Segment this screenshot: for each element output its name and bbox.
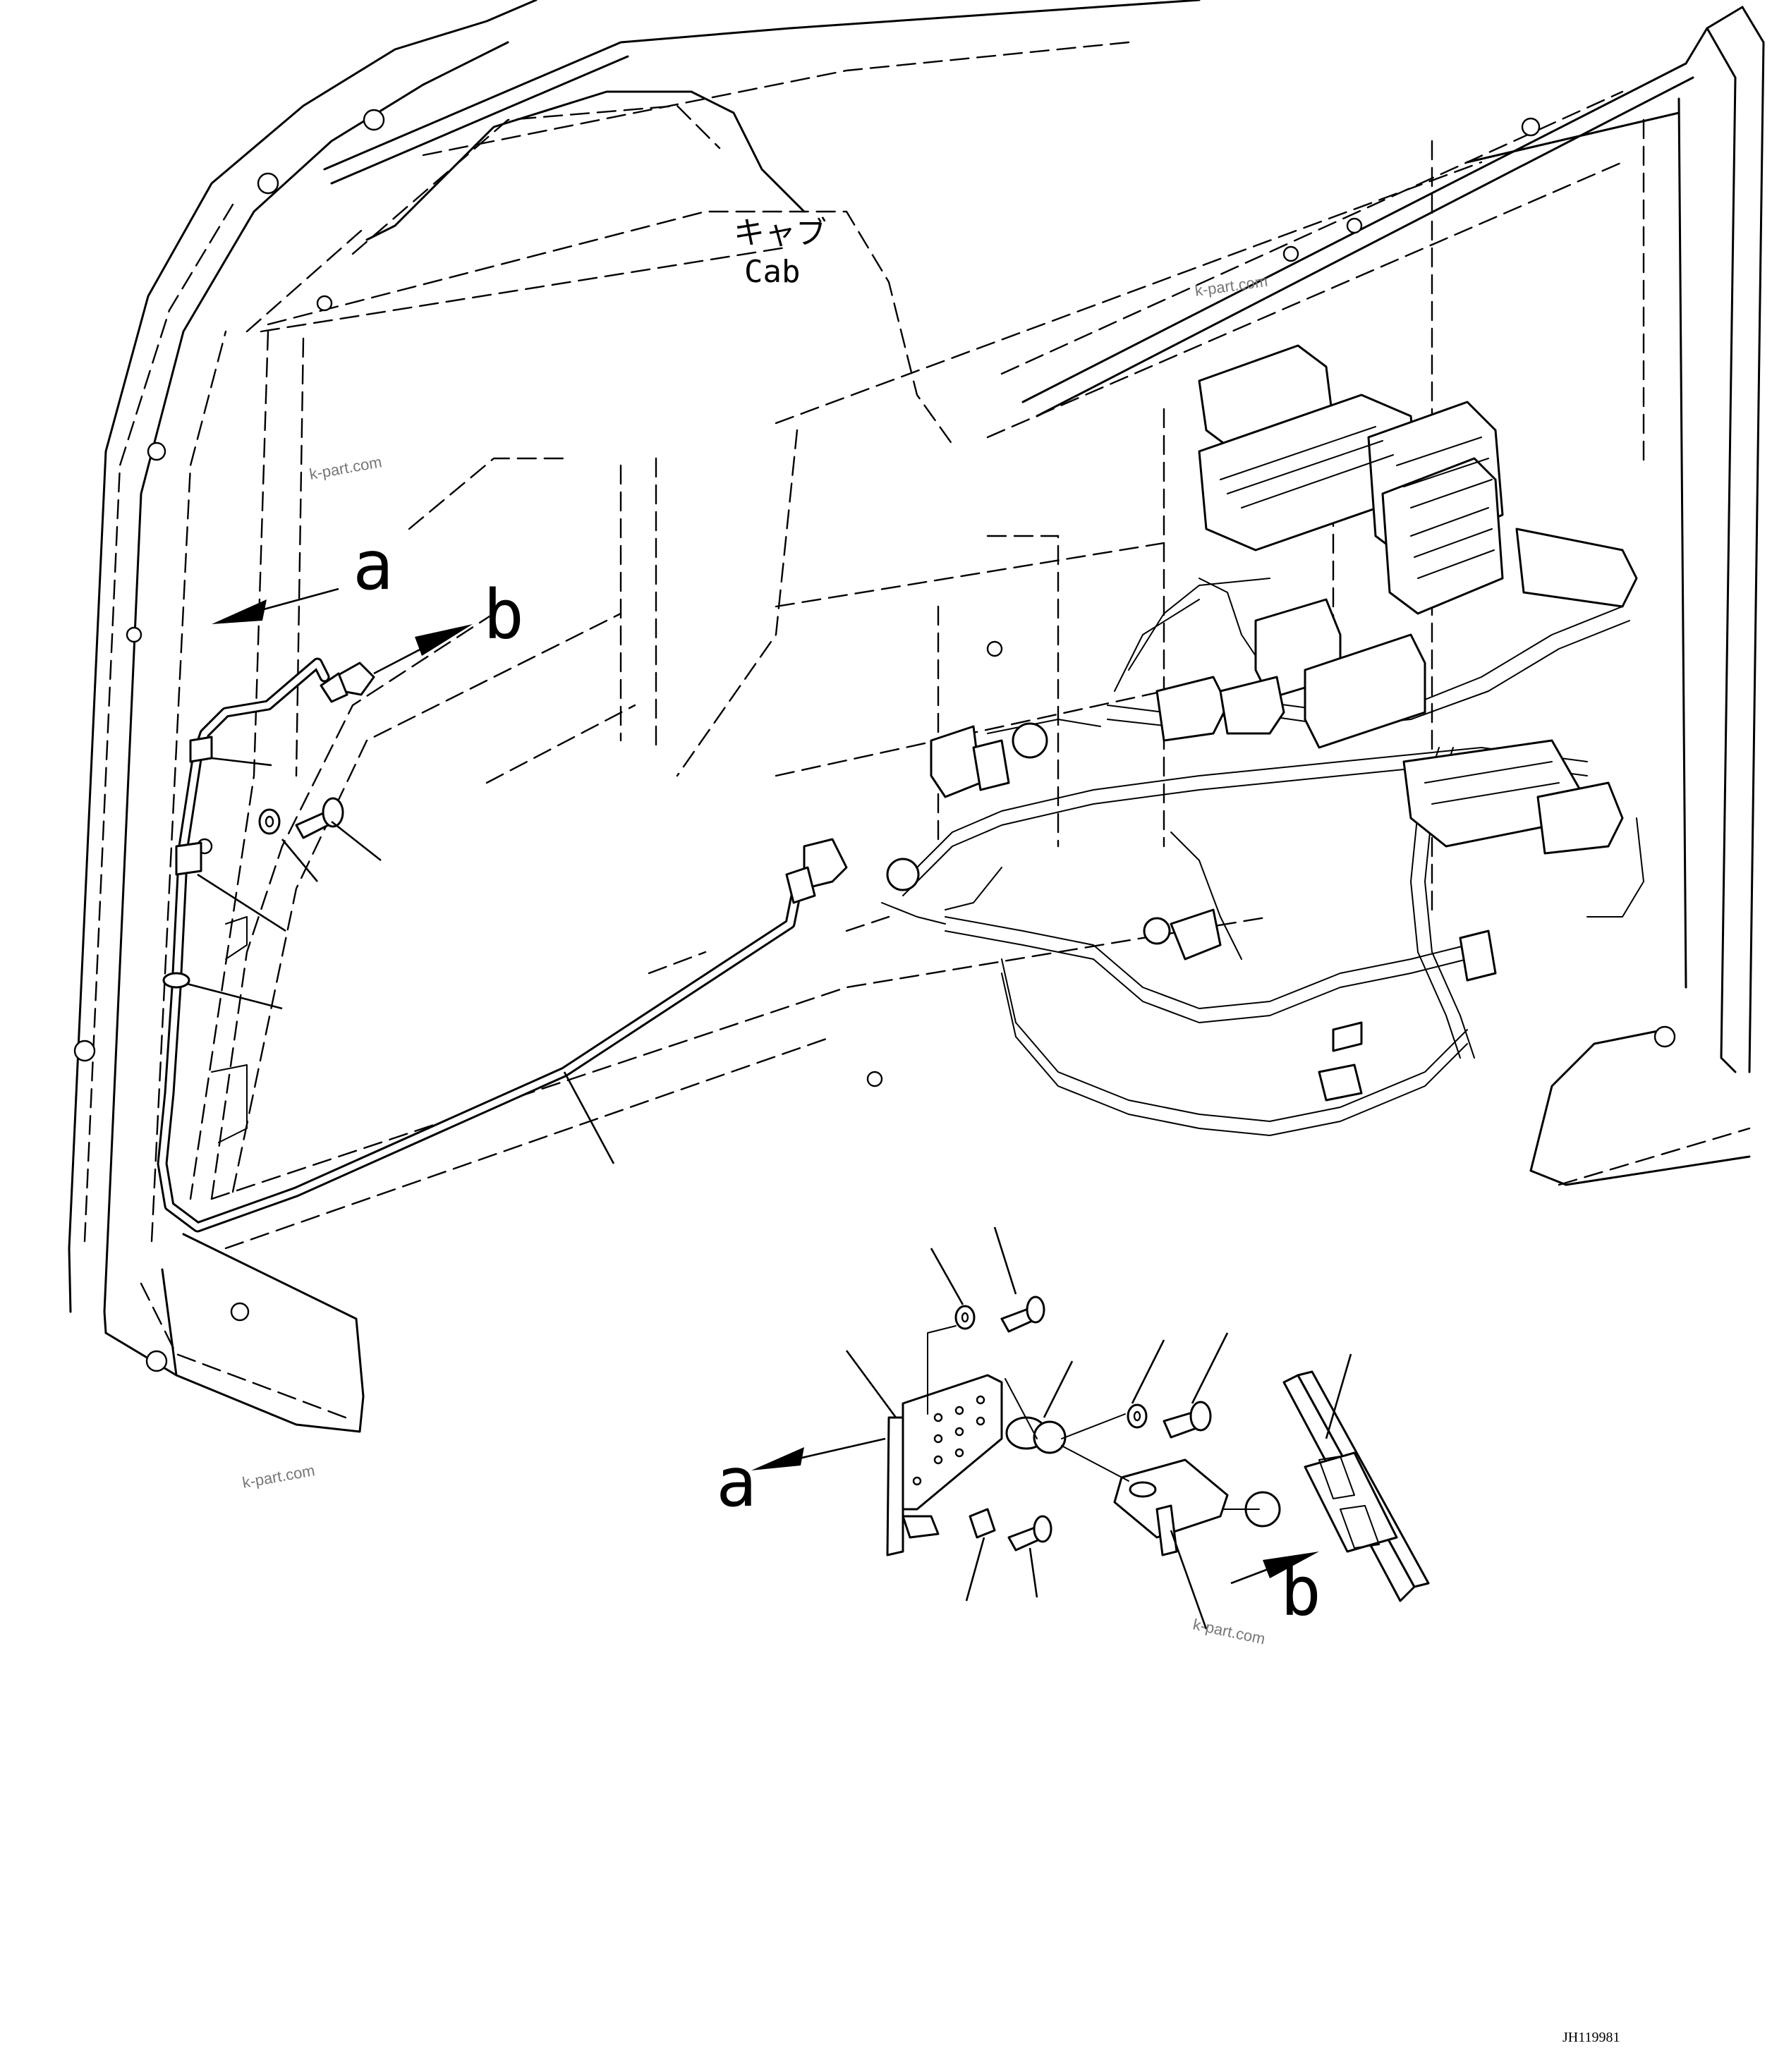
reference-letter-a-cab: a	[353, 526, 394, 605]
bracket-flange	[902, 1374, 1003, 1511]
arrow-a-detail	[751, 1437, 886, 1470]
reference-letter-b-detail: b	[1280, 1552, 1321, 1631]
grommet-cap	[1033, 1420, 1067, 1454]
cab-frame	[68, 0, 1765, 1433]
arrow-a-cab	[212, 587, 339, 624]
cab-leader-lines	[186, 757, 615, 1164]
drawing-number: JH119981	[1562, 2030, 1620, 2045]
arrow-b-cab	[373, 624, 473, 675]
watermark-2: k-part.com	[308, 453, 384, 483]
main-wire-harness	[157, 657, 848, 1233]
watermark-4: k-part.com	[1191, 1615, 1267, 1647]
bracket-plate	[886, 1416, 904, 1556]
cab-label-english: Cab	[744, 254, 800, 290]
watermark-3: k-part.com	[241, 1461, 317, 1492]
detail-leader-lines	[845, 1226, 1352, 1630]
reference-letter-a-detail: a	[716, 1443, 757, 1522]
cab-label-japanese: キャブ	[734, 215, 827, 251]
arrow-b-detail	[1230, 1552, 1319, 1585]
wiring-harness-assembly	[881, 344, 1644, 1136]
exploded-detail-view	[886, 1296, 1430, 1602]
washer-and-bolt-cab	[258, 797, 344, 839]
reference-letter-b-cab: b	[483, 575, 524, 654]
connector-body	[1113, 1458, 1229, 1539]
cushion-pad	[969, 1508, 996, 1539]
